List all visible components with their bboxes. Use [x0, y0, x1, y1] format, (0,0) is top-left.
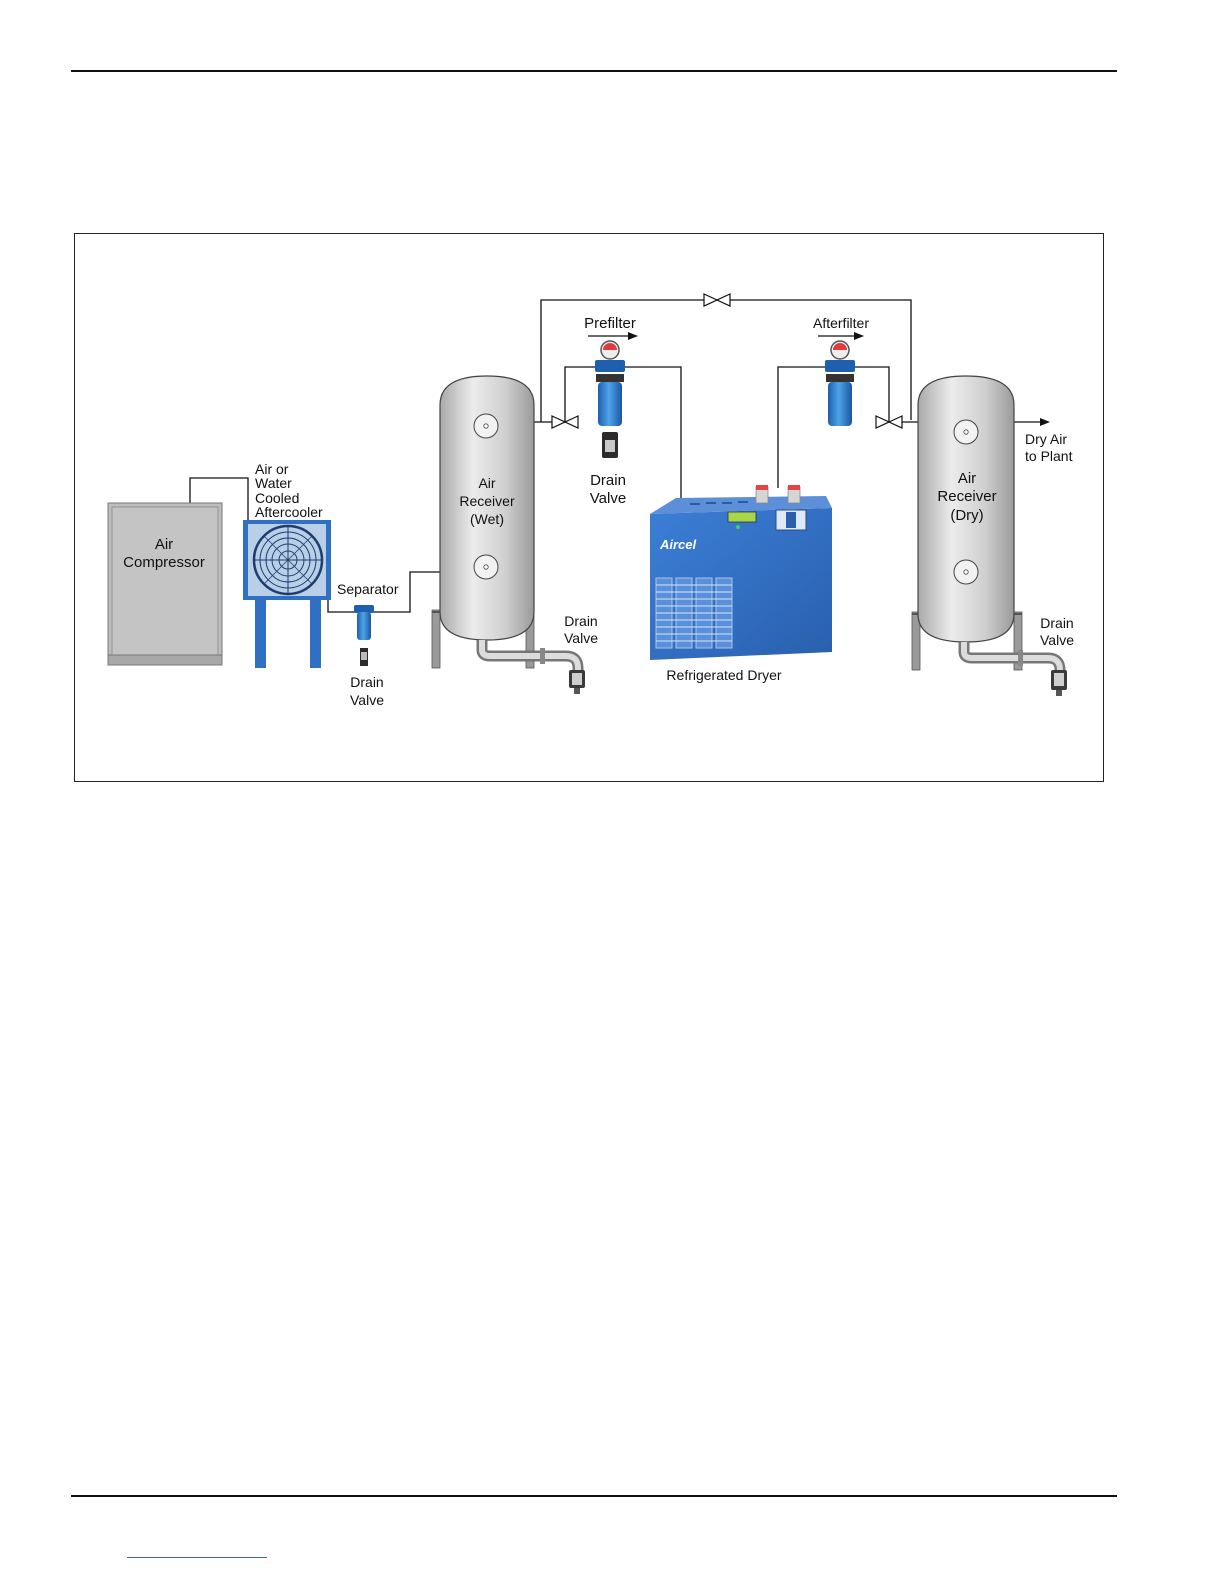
afterfilter-label: Afterfilter [813, 315, 869, 331]
drain-valve-dry-label: Drain Valve [1040, 615, 1074, 648]
prefilter-label: Prefilter [584, 315, 636, 332]
label-line: Dry Air [1025, 431, 1067, 447]
separator-label: Separator [337, 581, 399, 597]
label-line: Drain [590, 472, 626, 489]
afterfilter-flow-arrow-icon [818, 332, 864, 340]
dry-air-label: Dry Air to Plant [1025, 431, 1073, 464]
label-line: Receiver [937, 488, 996, 505]
drain-valve-wet-icon [569, 670, 585, 694]
prefilter [595, 341, 625, 458]
dry-air-arrow-icon [1040, 418, 1050, 426]
label-line: Air [478, 475, 495, 491]
label-line: to Plant [1025, 448, 1073, 464]
label-line: Drain [564, 613, 597, 629]
label-line: Drain [1040, 615, 1073, 631]
afterfilter [825, 341, 855, 426]
label-line: Receiver [459, 493, 515, 509]
label-line: (Dry) [950, 507, 983, 524]
label-line: Compressor [123, 554, 205, 571]
prefilter-flow-arrow-icon [588, 332, 638, 340]
label-line: Air [958, 470, 976, 487]
bypass-valve-icon[interactable] [704, 294, 730, 306]
label-line: (Wet) [470, 511, 504, 527]
label-line: Valve [564, 630, 598, 646]
air-compressor [108, 503, 222, 665]
drain-valve-prefilter-label: Drain Valve [590, 472, 626, 507]
label-line: Drain [350, 674, 383, 690]
label-line: Valve [1040, 632, 1074, 648]
fan-icon [254, 526, 322, 594]
aftercooler [243, 520, 331, 668]
label-line: Air [155, 536, 173, 553]
label-line: Valve [350, 692, 384, 708]
drain-valve-separator-label: Drain Valve [350, 674, 384, 708]
drain-valve-wet-label: Drain Valve [564, 613, 598, 646]
refrigerated-dryer-label: Refrigerated Dryer [666, 667, 781, 683]
drain-valve-dry-icon [1051, 670, 1067, 696]
refrigerated-dryer: Aircel [650, 485, 832, 660]
label-line: Aftercooler [255, 504, 323, 520]
label-line: Water [255, 475, 292, 491]
aftercooler-label: Air or Water Cooled Aftercooler [255, 461, 323, 520]
receiver-dry [912, 376, 1060, 672]
separator [354, 605, 374, 666]
dryer-brand-logo: Aircel [659, 537, 697, 552]
label-line: Valve [590, 490, 626, 507]
